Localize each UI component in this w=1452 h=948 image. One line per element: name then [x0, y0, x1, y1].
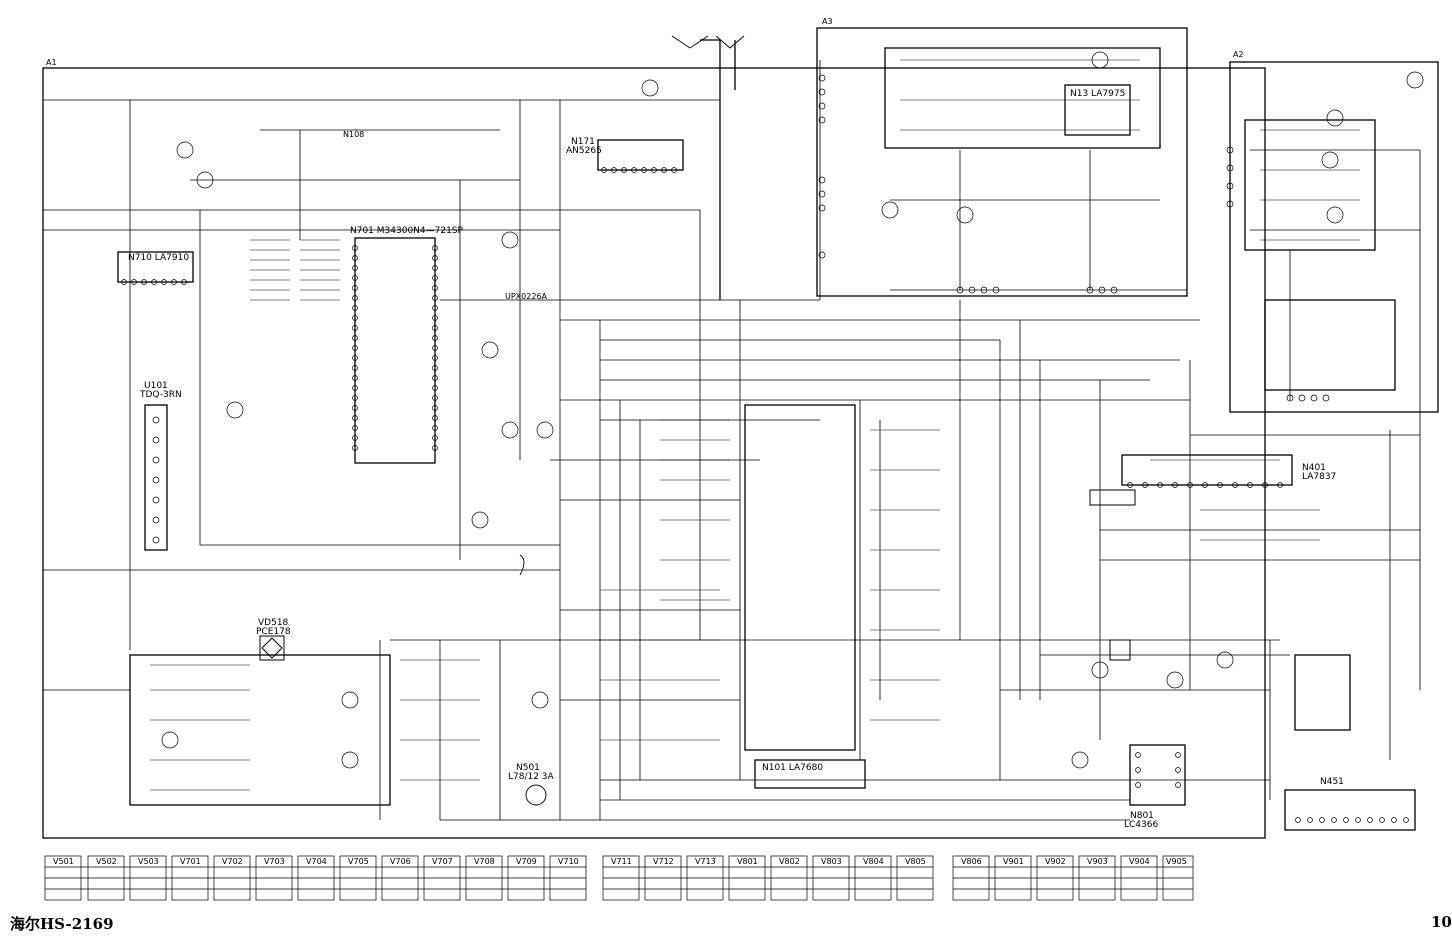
- vt-header: V503: [138, 857, 159, 866]
- vt-header: V806: [961, 857, 982, 866]
- vt-header: V704: [306, 857, 327, 866]
- vt-header: V713: [695, 857, 716, 866]
- n171-label: N171: [571, 137, 595, 147]
- vt-header: V711: [611, 857, 632, 866]
- page-number: 10: [1431, 913, 1452, 931]
- board-a3-outline: [816, 27, 1188, 297]
- u101-label: U101: [144, 381, 168, 391]
- vt-header: V705: [348, 857, 369, 866]
- n801-part-label: LC4366: [1124, 820, 1159, 830]
- n401-part-label: LA7837: [1302, 472, 1337, 482]
- block-a1-label: A1: [46, 58, 57, 67]
- block-a2-label: A2: [1233, 50, 1244, 59]
- n451-label: N451: [1320, 777, 1344, 787]
- board-a1-outline: [42, 67, 1266, 839]
- n501-label: N501: [516, 763, 540, 773]
- vt-header: V501: [53, 857, 74, 866]
- vt-header: V710: [558, 857, 579, 866]
- vt-header: V703: [264, 857, 285, 866]
- block-a3-label: A3: [822, 17, 833, 26]
- vt-header: V712: [653, 857, 674, 866]
- n13-label: N13 LA7975: [1070, 89, 1126, 99]
- vt-header: V804: [863, 857, 884, 866]
- vt-header: V709: [516, 857, 537, 866]
- vt-header: V903: [1087, 857, 1108, 866]
- vt-header: V902: [1045, 857, 1066, 866]
- board-a2-outline: [1229, 61, 1439, 413]
- vt-header: V805: [905, 857, 926, 866]
- n171-part-label: AN5265: [566, 146, 602, 156]
- n401-label: N401: [1302, 463, 1326, 473]
- n401-ic: [1121, 454, 1293, 486]
- vt-header: V502: [96, 857, 117, 866]
- document-title: 海尔HS-2169: [10, 915, 114, 933]
- vt-header: V901: [1003, 857, 1024, 866]
- n101-ic: [744, 404, 856, 751]
- vt-header: V905: [1166, 857, 1187, 866]
- bridge-rectifier: [259, 635, 285, 661]
- vd518-label: VD518: [258, 618, 289, 628]
- vt-header: V708: [474, 857, 495, 866]
- vt-header: V707: [432, 857, 453, 866]
- vt-header: V702: [222, 857, 243, 866]
- vd518-part-label: PCE178: [256, 627, 291, 637]
- n171-ic: [597, 139, 684, 171]
- vt-header: V803: [821, 857, 842, 866]
- n710-ic: [117, 251, 194, 283]
- n801-label: N801: [1130, 811, 1154, 821]
- vt-header: V904: [1129, 857, 1150, 866]
- u101-part-label: TDQ-3RN: [140, 390, 182, 400]
- ir-receiver-label: UPX0226A: [505, 292, 547, 301]
- n451-ic: [1284, 789, 1416, 831]
- n701-ic: [354, 237, 436, 464]
- vt-header: V701: [180, 857, 201, 866]
- n501-part-label: L78/12 3A: [508, 772, 554, 782]
- n108-label: N108: [343, 130, 365, 139]
- n801-ic: [1129, 744, 1186, 806]
- u101-tuner: [144, 404, 168, 551]
- vt-header: V802: [779, 857, 800, 866]
- n710-label: N710 LA7910: [128, 253, 190, 263]
- vt-header: V801: [737, 857, 758, 866]
- vt-header: V706: [390, 857, 411, 866]
- power-section: [129, 654, 391, 806]
- n101-label: N101 LA7680: [762, 763, 824, 773]
- n701-label: N701 M34300N4—721SP: [350, 226, 463, 236]
